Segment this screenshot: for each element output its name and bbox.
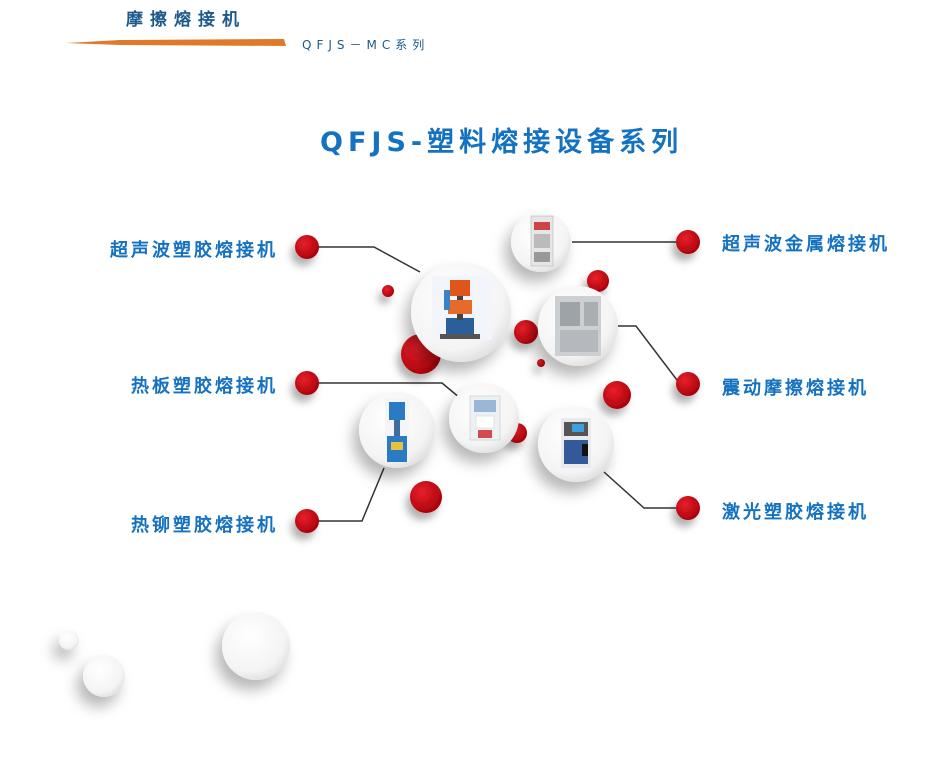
red-dot-decoration [537,359,545,367]
label-dot [676,230,700,254]
decorative-bubble [59,630,79,650]
connector-line [618,325,681,385]
machine-ultrasonic-metal-icon [530,215,554,267]
decorative-bubble [83,655,125,697]
label-dot [676,372,700,396]
red-dot-decoration [603,381,631,409]
red-dot-decoration [382,285,394,297]
machine-ultrasonic-plastic-icon [432,276,492,340]
page-title: QFJS-塑料熔接设备系列 [320,127,684,158]
decorative-bubble [222,612,290,680]
connector-line [318,382,461,399]
label-dot [295,371,319,395]
header-subtitle: QFJS－MC系列 [302,38,430,52]
machine-hot-riveting-icon [385,398,409,462]
red-dot-decoration [514,320,538,344]
category-label-hot-plate[interactable]: 热板塑胶熔接机 [131,376,278,397]
category-label-vibration-friction[interactable]: 震动摩擦熔接机 [722,378,869,399]
label-dot [676,496,700,520]
connector-line [603,471,680,509]
label-dot [295,235,319,259]
connector-line [318,246,421,273]
category-label-ultrasonic-plastic[interactable]: 超声波塑胶熔接机 [110,240,278,261]
category-label-laser-plastic[interactable]: 激光塑胶熔接机 [722,502,869,523]
header-title: 摩擦熔接机 [126,10,246,30]
machine-vibration-friction-icon [555,296,601,356]
red-dot-decoration [587,270,609,292]
category-label-ultrasonic-metal[interactable]: 超声波金属熔接机 [722,234,890,255]
machine-laser-plastic-icon [561,418,591,468]
red-dot-decoration [410,481,442,513]
category-label-hot-riveting[interactable]: 热铆塑胶熔接机 [131,515,278,536]
label-dot [295,509,319,533]
orange-stroke-decoration [66,39,286,46]
connector-line [318,467,385,522]
machine-hot-plate-icon [469,395,501,441]
